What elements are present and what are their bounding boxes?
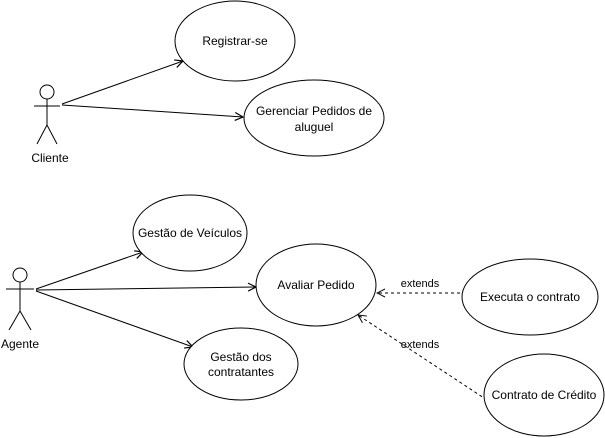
actor-cliente[interactable]: Cliente [31,84,69,165]
usecase-avaliar-pedido[interactable]: Avaliar Pedido [255,243,377,327]
usecase-avaliar-label: Avaliar Pedido [277,278,354,292]
actor-agente-left-leg [8,310,21,331]
usecase-executa-label: Executa o contrato [480,290,580,304]
actor-agente[interactable]: Agente [1,267,39,351]
association-cliente-registrar [61,61,183,105]
association-agente-avaliar [35,287,256,290]
actor-cliente-label: Cliente [31,151,69,165]
usecase-gerenciar-label-line1: Gerenciar Pedidos de [256,104,372,118]
usecase-gerenciar-label-line2: aluguel [295,120,334,134]
usecase-gestao-contratantes-label-line2: contratantes [208,365,274,379]
usecase-gestao-contratantes-label-line1: Gestão dos [210,350,271,364]
extends-executa-label: extends [401,278,440,290]
actor-agente-head [12,267,28,283]
usecase-executa-contrato[interactable]: Executa o contrato [461,258,599,336]
usecase-gestao-veiculos[interactable]: Gestão de Veículos [132,194,248,272]
actor-cliente-left-leg [36,124,48,145]
actor-cliente-head [39,84,55,100]
usecase-gerenciar-pedidos[interactable]: Gerenciar Pedidos de aluguel [243,79,385,157]
usecase-contrato-credito[interactable]: Contrato de Crédito [483,353,605,437]
usecase-registrar[interactable]: Registrar-se [174,0,296,82]
usecase-registrar-label: Registrar-se [202,34,268,48]
actor-agente-label: Agente [1,337,39,351]
association-cliente-gerenciar [61,104,243,117]
usecase-gestao-contratantes[interactable]: Gestão dos contratantes [183,327,299,401]
extends-credito-label: extends [401,339,440,351]
usecase-contrato-credito-label: Contrato de Crédito [492,388,597,402]
usecase-gestao-veiculos-label: Gestão de Veículos [138,226,242,240]
extends-credito-avaliar [358,315,488,401]
actor-agente-right-leg [19,310,32,331]
association-agente-gestao-veiculos [35,252,143,290]
actor-cliente-right-leg [46,124,58,145]
association-agente-gestao-contratantes [35,290,193,347]
